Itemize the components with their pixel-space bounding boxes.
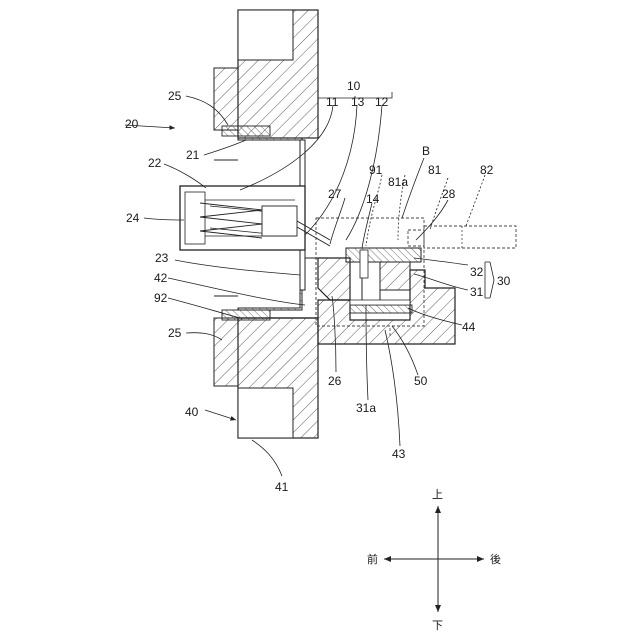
label-12: 12 — [375, 95, 389, 109]
label-20: 20 — [125, 117, 139, 131]
label-14: 14 — [366, 192, 380, 206]
label-82: 82 — [480, 163, 494, 177]
label-11: 11 — [326, 95, 339, 109]
label-31: 31 — [470, 285, 484, 299]
label-22: 22 — [148, 156, 162, 170]
label-21: 21 — [186, 148, 200, 162]
direction-up-label: 上 — [432, 488, 443, 501]
piston-26 — [318, 258, 350, 300]
label-81a: 81a — [388, 175, 408, 189]
direction-down-label: 下 — [432, 619, 443, 632]
label-31a: 31a — [356, 401, 376, 415]
housing-upper — [238, 10, 318, 138]
label-44: 44 — [462, 320, 476, 334]
label-28: 28 — [442, 187, 456, 201]
label-50: 50 — [414, 374, 428, 388]
label-26: 26 — [328, 374, 342, 388]
label-B: B — [422, 144, 430, 158]
label-10: 10 — [347, 79, 361, 93]
direction-indicator: 上 下 前 後 — [367, 488, 501, 632]
direction-front-label: 前 — [367, 552, 378, 566]
label-27: 27 — [328, 187, 342, 201]
label-25-top: 25 — [168, 89, 182, 103]
label-25-bottom: 25 — [168, 326, 182, 340]
label-43: 43 — [392, 447, 406, 461]
label-24: 24 — [126, 211, 140, 225]
label-92: 92 — [154, 291, 168, 305]
label-81: 81 — [428, 163, 442, 177]
label-42: 42 — [154, 271, 168, 285]
label-41: 41 — [275, 480, 289, 494]
label-30: 30 — [497, 274, 511, 288]
label-13: 13 — [351, 95, 365, 109]
label-32: 32 — [470, 265, 484, 279]
label-40: 40 — [185, 405, 199, 419]
direction-back-label: 後 — [490, 552, 501, 566]
label-91: 91 — [369, 163, 383, 177]
label-23: 23 — [155, 251, 169, 265]
connector-82 — [408, 226, 516, 248]
